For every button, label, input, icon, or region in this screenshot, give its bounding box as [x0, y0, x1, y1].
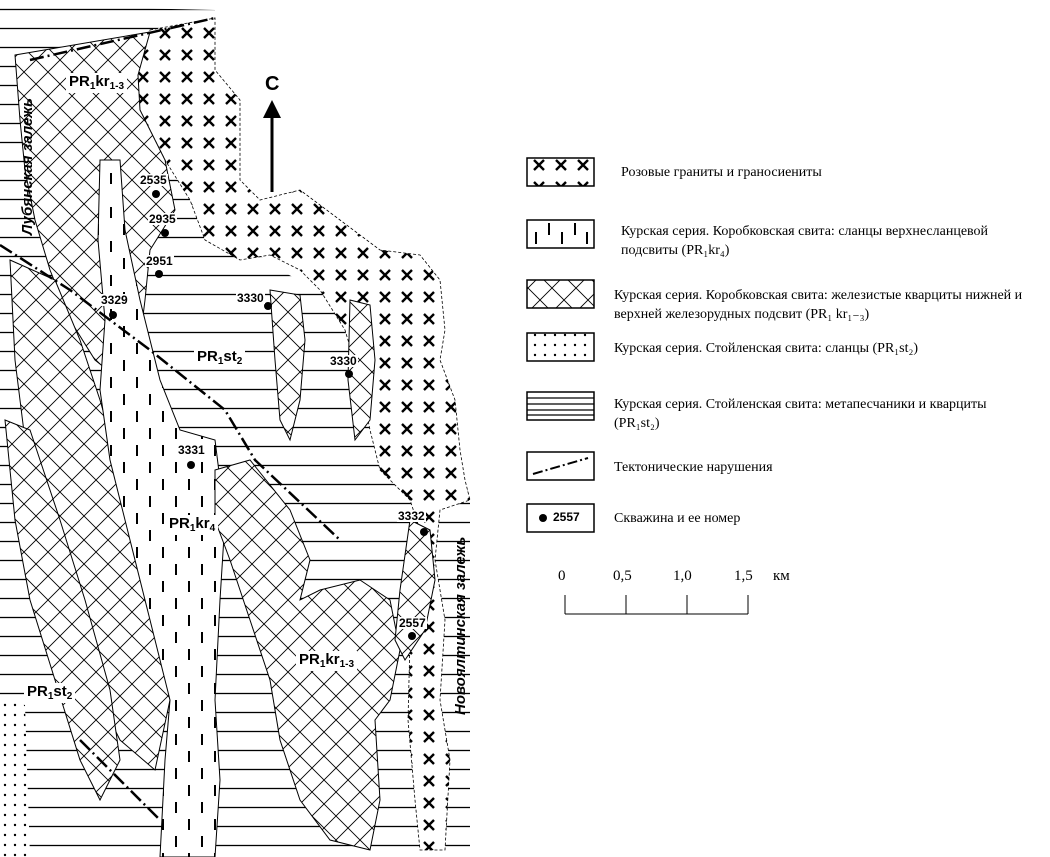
well-dot — [155, 270, 163, 278]
well-number: 2557 — [398, 616, 427, 630]
deposit-label-right: Новоялтинская залежь — [452, 536, 469, 715]
well-number: 2951 — [145, 254, 174, 268]
legend-well-number: 2557 — [553, 510, 580, 524]
legend-text-kr13: Курская серия. Коробковская свита: желез… — [614, 288, 1023, 322]
legend-text-st2-sandstone: Курская серия. Стойленская свита: метапе… — [614, 397, 987, 431]
fault-line — [29, 16, 216, 62]
well-number: 3332 — [397, 509, 426, 523]
deposit-label-left: Лубянская залежь — [19, 97, 36, 235]
north-label: С — [265, 73, 280, 95]
well-number: 3331 — [177, 443, 206, 457]
scale-unit: км — [773, 568, 790, 584]
well-dot — [109, 311, 117, 319]
well-number: 2935 — [148, 212, 177, 226]
unit-label-st2-left: PR1st2 — [24, 683, 76, 703]
legend-text-kr4: Курская серия. Коробковская свита: сланц… — [621, 224, 989, 258]
scale-tick-10: 1,0 — [673, 568, 692, 584]
scale-tick-05: 0,5 — [613, 568, 632, 584]
legend-text-granite: Розовые граниты и граносиениты — [621, 165, 822, 180]
well-number: 2535 — [139, 173, 168, 187]
unit-label-st2-center: PR1st2 — [194, 348, 246, 368]
well-dot — [264, 302, 272, 310]
legend-text-well: Скважина и ее номер — [614, 511, 741, 526]
map-area — [0, 0, 471, 857]
scale-tick-15: 1,5 — [734, 568, 753, 584]
well-dot — [345, 370, 353, 378]
well-number: 3329 — [100, 293, 129, 307]
legend-text-st2-schist: Курская серия. Стойленская свита: сланцы… — [614, 341, 919, 356]
unit-label-kr13-top: PR1kr1-3 — [66, 73, 128, 93]
well-dot — [408, 632, 416, 640]
scale-bar — [564, 595, 749, 615]
unit-label-kr13-bottom: PR1kr1-3 — [296, 651, 358, 671]
well-dot — [161, 229, 169, 237]
well-dot — [420, 528, 428, 536]
well-number: 3330 — [236, 291, 265, 305]
well-dot — [187, 461, 195, 469]
well-dot — [152, 190, 160, 198]
north-arrow — [263, 100, 281, 192]
fault-line — [79, 739, 161, 821]
well-number: 3330 — [329, 354, 358, 368]
unit-label-kr4: PR1kr4 — [166, 515, 219, 535]
legend-swatches — [526, 157, 749, 615]
wells — [109, 190, 428, 640]
legend-text-fault: Тектонические нарушения — [614, 460, 773, 475]
scale-tick-0: 0 — [558, 568, 566, 584]
